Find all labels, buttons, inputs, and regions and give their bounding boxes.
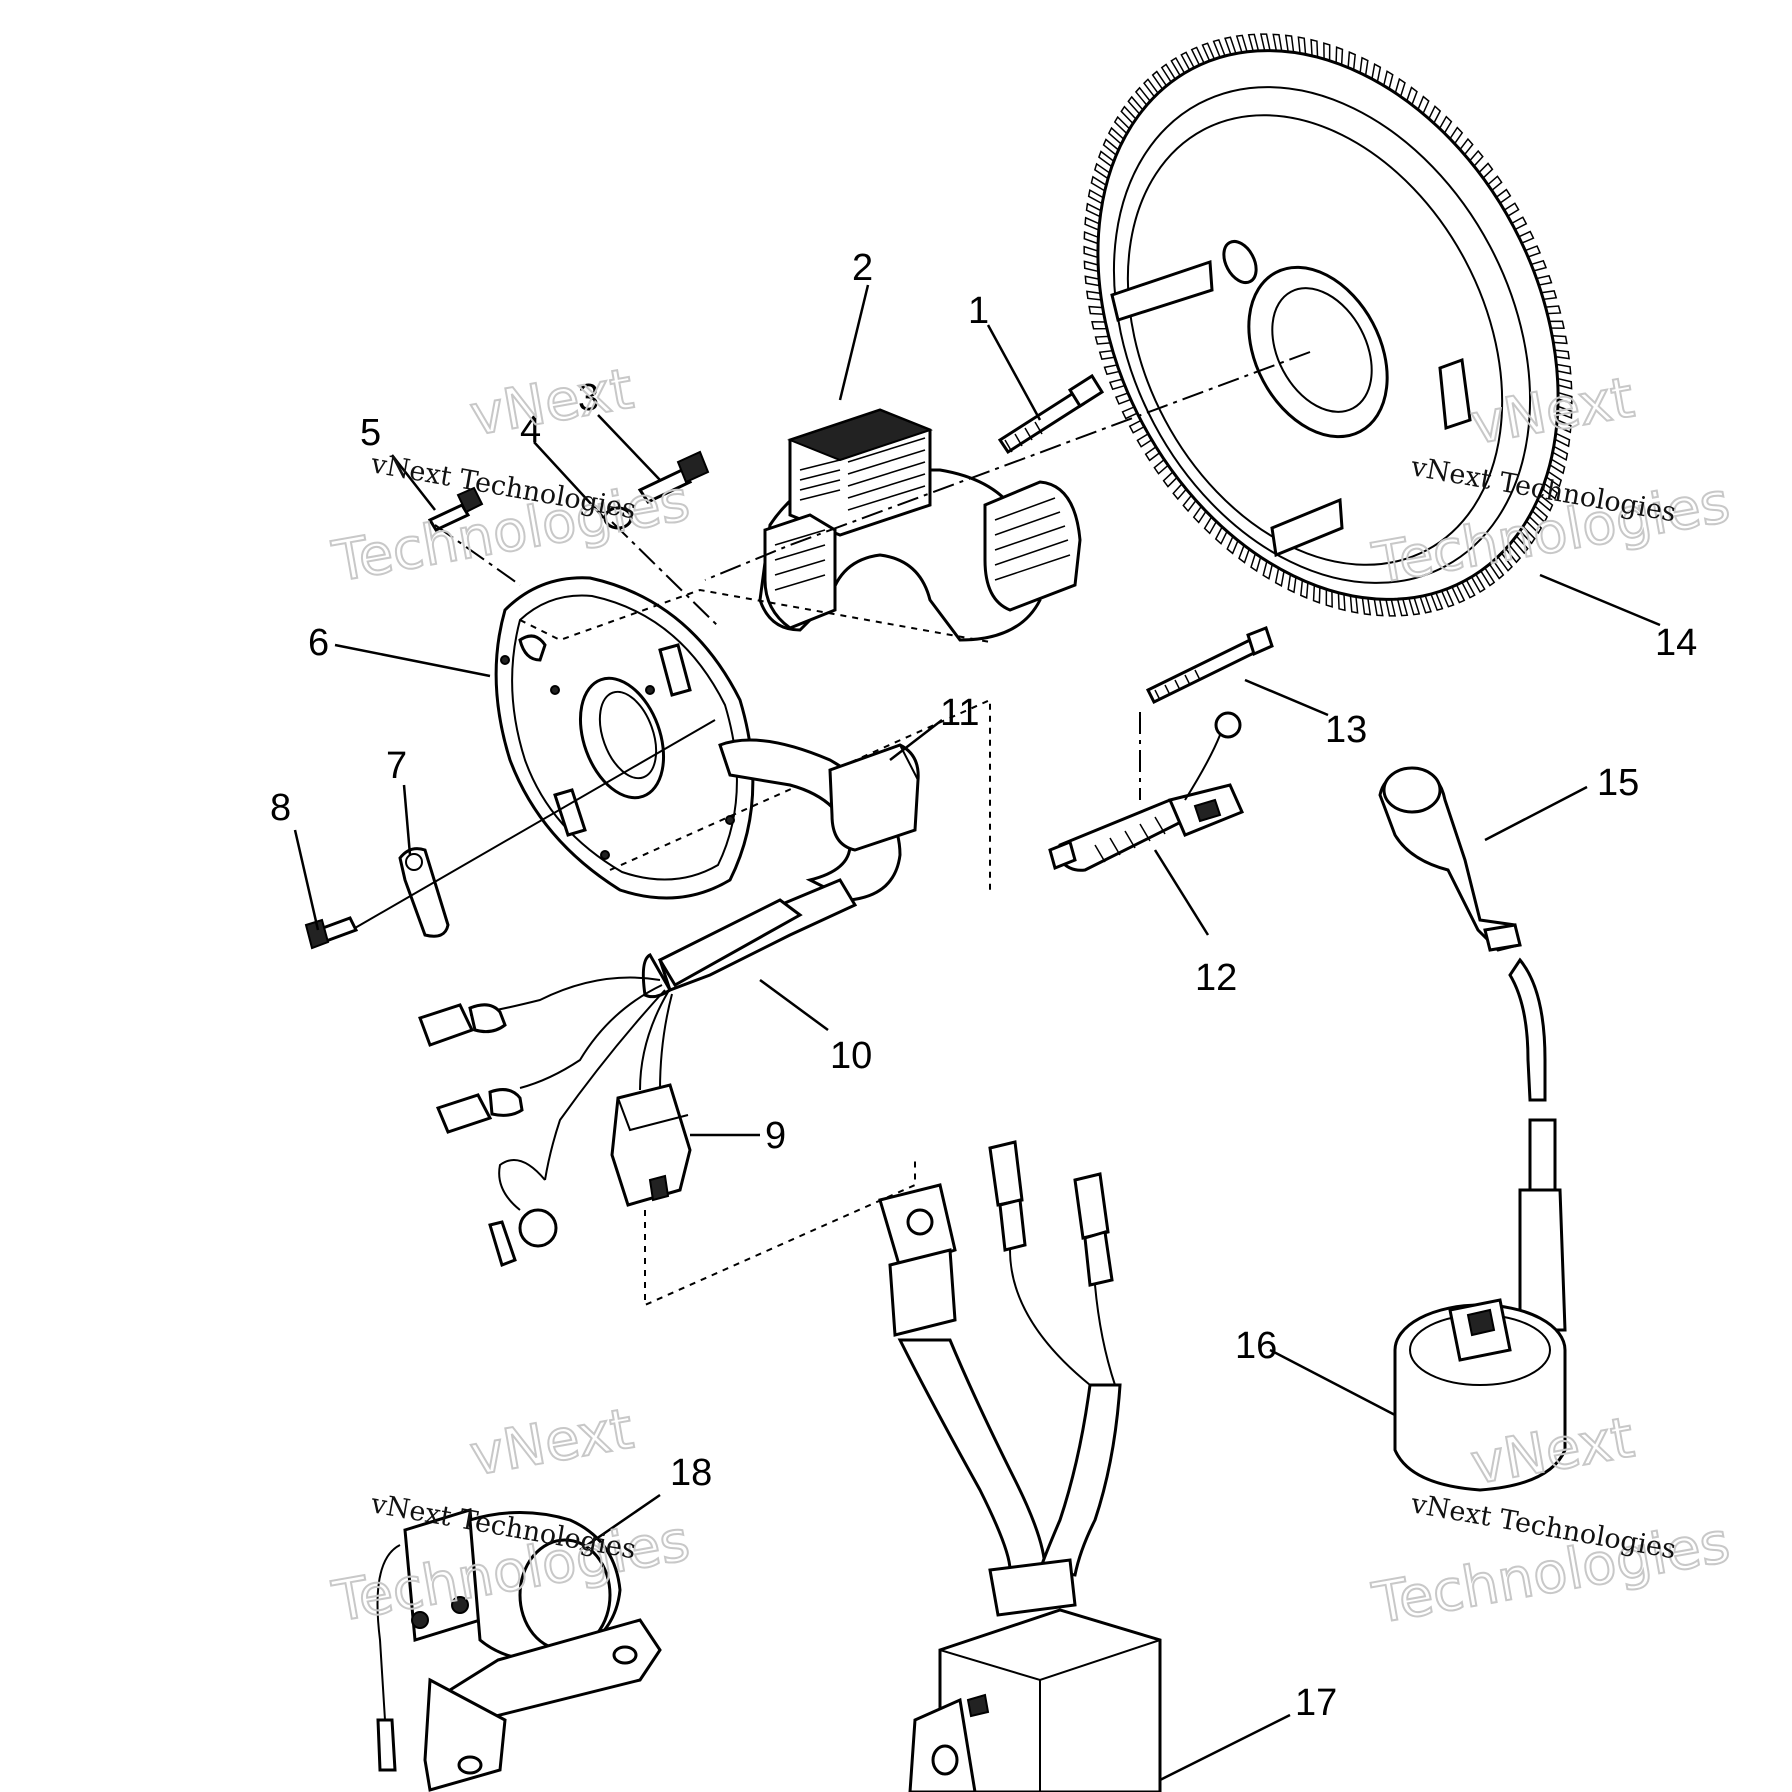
gear-tooth [1212, 38, 1226, 59]
spark-plug-cap-part [1378, 766, 1522, 952]
callout-15: 15 [1597, 762, 1639, 804]
cdi-unit-part [908, 1608, 1162, 1792]
gear-tooth [1373, 598, 1384, 617]
callout-11: 11 [940, 692, 979, 734]
callout-13: 13 [1325, 709, 1367, 751]
callout-6: 6 [308, 622, 329, 664]
gear-tooth [1083, 260, 1100, 273]
gear-tooth [1430, 591, 1444, 612]
harness-spade-connector [435, 1088, 524, 1134]
connector-9-part [610, 1083, 692, 1207]
gear-tooth [1419, 594, 1432, 614]
screw-3-part [637, 450, 710, 504]
gear-tooth [1396, 598, 1409, 617]
grommet-11-part [828, 743, 920, 852]
gear-tooth [1385, 598, 1397, 617]
gear-tooth [1284, 34, 1295, 54]
cdi-wires [897, 1249, 1122, 1617]
flywheel-part [1083, 33, 1573, 617]
gear-tooth [1085, 202, 1102, 218]
callout-2: 2 [852, 247, 873, 289]
callout-17: 17 [1295, 1682, 1337, 1724]
callout-5: 5 [360, 412, 381, 454]
cdi-spade-terminal [1073, 1172, 1114, 1287]
starter-solenoid-part [376, 1508, 662, 1792]
callout-labels: 1 2 3 4 5 6 7 8 9 10 11 12 13 14 15 16 1… [270, 247, 1697, 1724]
ignition-coil-part [1393, 1188, 1567, 1492]
stator-base-plate-part [494, 576, 755, 900]
gear-tooth [1083, 231, 1100, 245]
callout-12: 12 [1195, 957, 1237, 999]
gear-tooth [1084, 216, 1101, 232]
gear-tooth [1224, 36, 1237, 56]
gear-tooth [1272, 33, 1283, 52]
stator-part [758, 408, 1082, 642]
callout-3: 3 [578, 377, 599, 419]
harness-spade-connector [418, 1003, 507, 1047]
leader-lines [293, 284, 1661, 1782]
gear-tooth [1259, 33, 1271, 52]
gear-tooth [1361, 596, 1372, 616]
callout-1: 1 [968, 290, 989, 332]
callout-14: 14 [1655, 622, 1697, 664]
callout-18: 18 [670, 1452, 712, 1494]
pulser-bolt-13-part [1145, 626, 1274, 705]
stator-bolt-part [997, 373, 1105, 455]
watermark-vnext: vNext [465, 357, 637, 449]
callout-10: 10 [830, 1035, 872, 1077]
callout-9: 9 [765, 1115, 786, 1157]
cdi-spade-terminal [988, 1140, 1027, 1252]
gear-tooth [1083, 245, 1099, 259]
ignition-lead-part [1508, 957, 1557, 1192]
clamp-7-part [398, 847, 450, 938]
screw-8-part [304, 916, 359, 950]
pulser-coil-part [1048, 711, 1245, 872]
gear-tooth [1407, 596, 1421, 616]
watermark-vnext: vNext [465, 1397, 637, 1489]
callout-7: 7 [386, 745, 407, 787]
callout-16: 16 [1235, 1325, 1277, 1367]
callout-4: 4 [520, 409, 541, 451]
gear-tooth [1235, 34, 1249, 54]
callout-8: 8 [270, 787, 291, 829]
cdi-connector-part [878, 1183, 957, 1337]
screw-5-part [427, 486, 484, 532]
harness-ring-terminal [488, 1159, 558, 1267]
gear-tooth [1247, 33, 1260, 52]
